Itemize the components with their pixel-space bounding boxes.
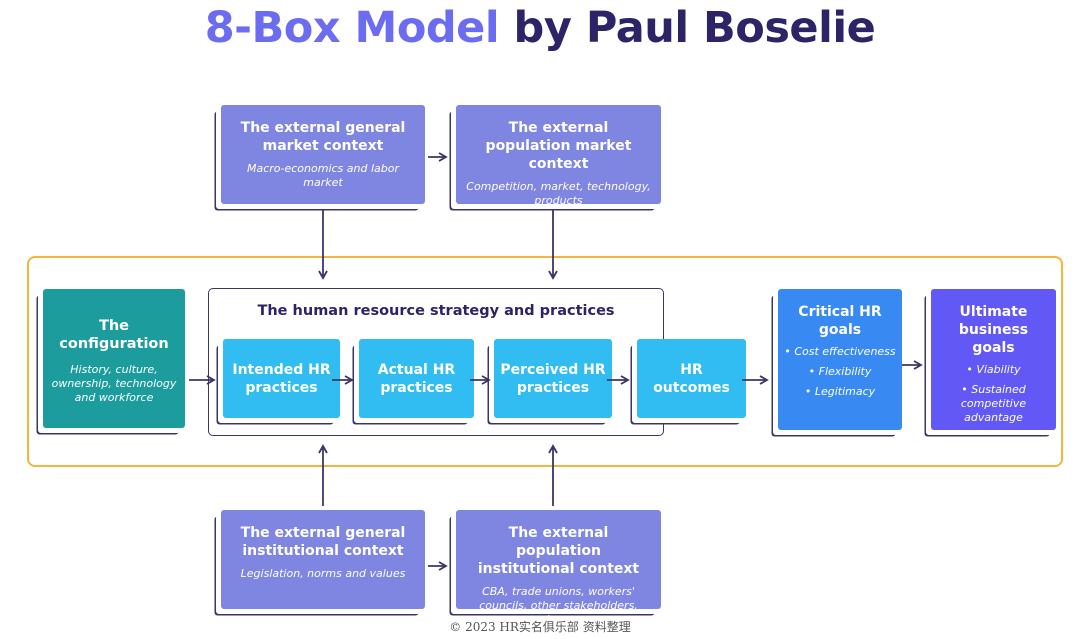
box-configuration: The configuration History, culture, owne… — [43, 289, 185, 428]
box-title: The configuration — [59, 318, 169, 352]
ultimate-goals-list: • Viability • Sustained competitive adva… — [937, 363, 1050, 425]
box-actual-hr-practices: Actual HR practices — [359, 339, 474, 418]
box-title: Ultimate business goals — [958, 304, 1029, 356]
box-hr-outcomes: HR outcomes — [637, 339, 746, 418]
box-subtitle: History, culture, ownership, technology … — [51, 363, 177, 404]
critical-goals-list: • Cost effectiveness • Flexibility • Leg… — [784, 345, 896, 399]
title-model: 8-Box Model — [204, 3, 500, 53]
box-intended-hr-practices: Intended HR practices — [223, 339, 340, 418]
box-external-general-market: The external general market context Macr… — [221, 105, 425, 204]
box-subtitle: Competition, market, technology, product… — [466, 180, 651, 207]
list-item: • Sustained competitive advantage — [960, 383, 1027, 424]
list-item: • Cost effectiveness — [784, 345, 896, 358]
hr-strategy-title: The human resource strategy and practice… — [257, 303, 615, 319]
list-item: • Viability — [966, 363, 1021, 376]
box-title: The external population market context — [485, 120, 632, 172]
box-external-population-market: The external population market context C… — [456, 105, 661, 207]
box-subtitle: Legislation, norms and values — [240, 567, 406, 580]
box-title: The external general market context — [240, 120, 406, 154]
box-title: Critical HR goals — [798, 304, 882, 338]
box-title: Actual HR practices — [377, 361, 456, 396]
box-title: Intended HR practices — [232, 361, 331, 396]
box-title: HR outcomes — [653, 361, 730, 396]
copyright-text: © 2023 HR实名俱乐部 资料整理 — [449, 620, 631, 634]
list-item: • Legitimacy — [804, 385, 876, 398]
box-perceived-hr-practices: Perceived HR practices — [494, 339, 612, 418]
list-item: • Flexibility — [808, 365, 872, 378]
box-critical-hr-goals: Critical HR goals • Cost effectiveness •… — [778, 289, 902, 430]
scope-region — [27, 256, 1063, 467]
title-author: by Paul Boselie — [513, 3, 876, 53]
box-external-general-institutional: The external general institutional conte… — [221, 510, 425, 609]
box-subtitle: CBA, trade unions, workers' councils, ot… — [479, 585, 638, 626]
box-ultimate-business-goals: Ultimate business goals • Viability • Su… — [931, 289, 1056, 430]
page-title: 8-Box Model by Paul Boselie — [0, 2, 1080, 54]
box-title: The external population institutional co… — [477, 525, 640, 577]
box-title: The external general institutional conte… — [240, 525, 406, 559]
box-subtitle: Macro-economics and labor market — [246, 162, 400, 189]
box-external-population-institutional: The external population institutional co… — [456, 510, 661, 626]
box-title: Perceived HR practices — [500, 361, 606, 396]
